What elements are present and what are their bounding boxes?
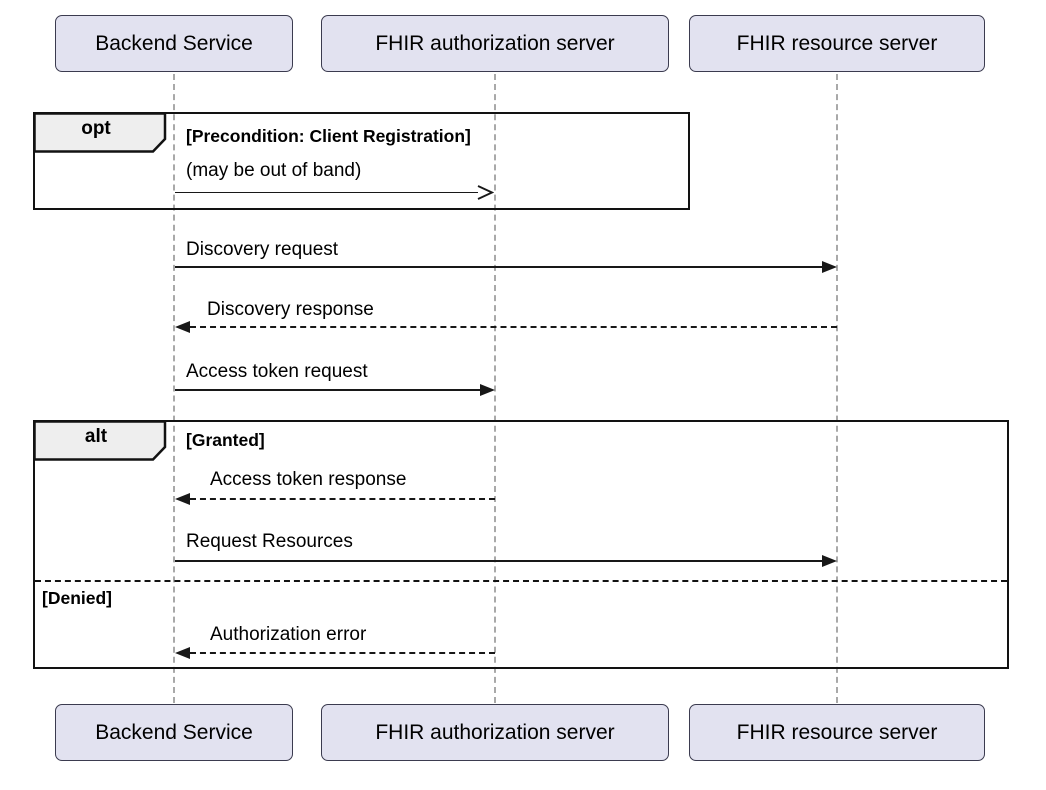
filled-arrowhead-left-icon — [175, 646, 190, 659]
filled-arrowhead-right-icon — [822, 554, 837, 567]
message-access-token-request-label: Access token request — [186, 361, 368, 382]
alt-divider-line — [35, 580, 1007, 582]
filled-arrowhead-left-icon — [175, 492, 190, 505]
message-discovery-response-label: Discovery response — [207, 299, 374, 320]
participant-fhir-resource-server-top: FHIR resource server — [689, 15, 985, 72]
opt-fragment-label-pentagon-icon — [32, 111, 166, 153]
filled-arrowhead-right-icon — [480, 383, 495, 396]
lifeline-fhir-authorization-server — [494, 74, 496, 703]
alt-granted-condition-label: [Granted] — [186, 430, 265, 450]
message-registration-label: (may be out of band) — [186, 160, 362, 181]
arrow-request-resources-line — [175, 560, 823, 562]
participant-fhir-authorization-server-bottom: FHIR authorization server — [321, 704, 669, 761]
alt-denied-condition-label: [Denied] — [42, 588, 112, 608]
open-arrowhead-icon — [477, 185, 494, 200]
opt-condition-label: [Precondition: Client Registration] — [186, 126, 471, 146]
filled-arrowhead-right-icon — [822, 260, 837, 273]
alt-fragment-label-pentagon-icon — [32, 419, 166, 461]
arrow-discovery-response-line — [190, 326, 837, 328]
alt-keyword: alt — [84, 426, 108, 447]
opt-keyword: opt — [81, 118, 111, 139]
message-discovery-request-label: Discovery request — [186, 239, 339, 260]
participant-fhir-resource-server-bottom: FHIR resource server — [689, 704, 985, 761]
participant-backend-service-top: Backend Service — [55, 15, 293, 72]
message-request-resources-label: Request Resources — [186, 531, 353, 552]
arrow-access-token-request-line — [175, 389, 481, 391]
opt-fragment: opt — [32, 111, 690, 210]
arrow-discovery-request-line — [175, 266, 823, 268]
participant-backend-service-bottom: Backend Service — [55, 704, 293, 761]
arrow-access-token-response-line — [190, 498, 495, 500]
filled-arrowhead-left-icon — [175, 320, 190, 333]
alt-fragment: alt — [32, 419, 1009, 669]
arrow-authorization-error-line — [190, 652, 495, 654]
lifeline-fhir-resource-server — [836, 74, 838, 703]
arrow-registration-line — [175, 192, 478, 193]
lifeline-backend-service — [173, 74, 175, 703]
participant-fhir-authorization-server-top: FHIR authorization server — [321, 15, 669, 72]
message-authorization-error-label: Authorization error — [210, 624, 367, 645]
message-access-token-response-label: Access token response — [210, 469, 407, 490]
